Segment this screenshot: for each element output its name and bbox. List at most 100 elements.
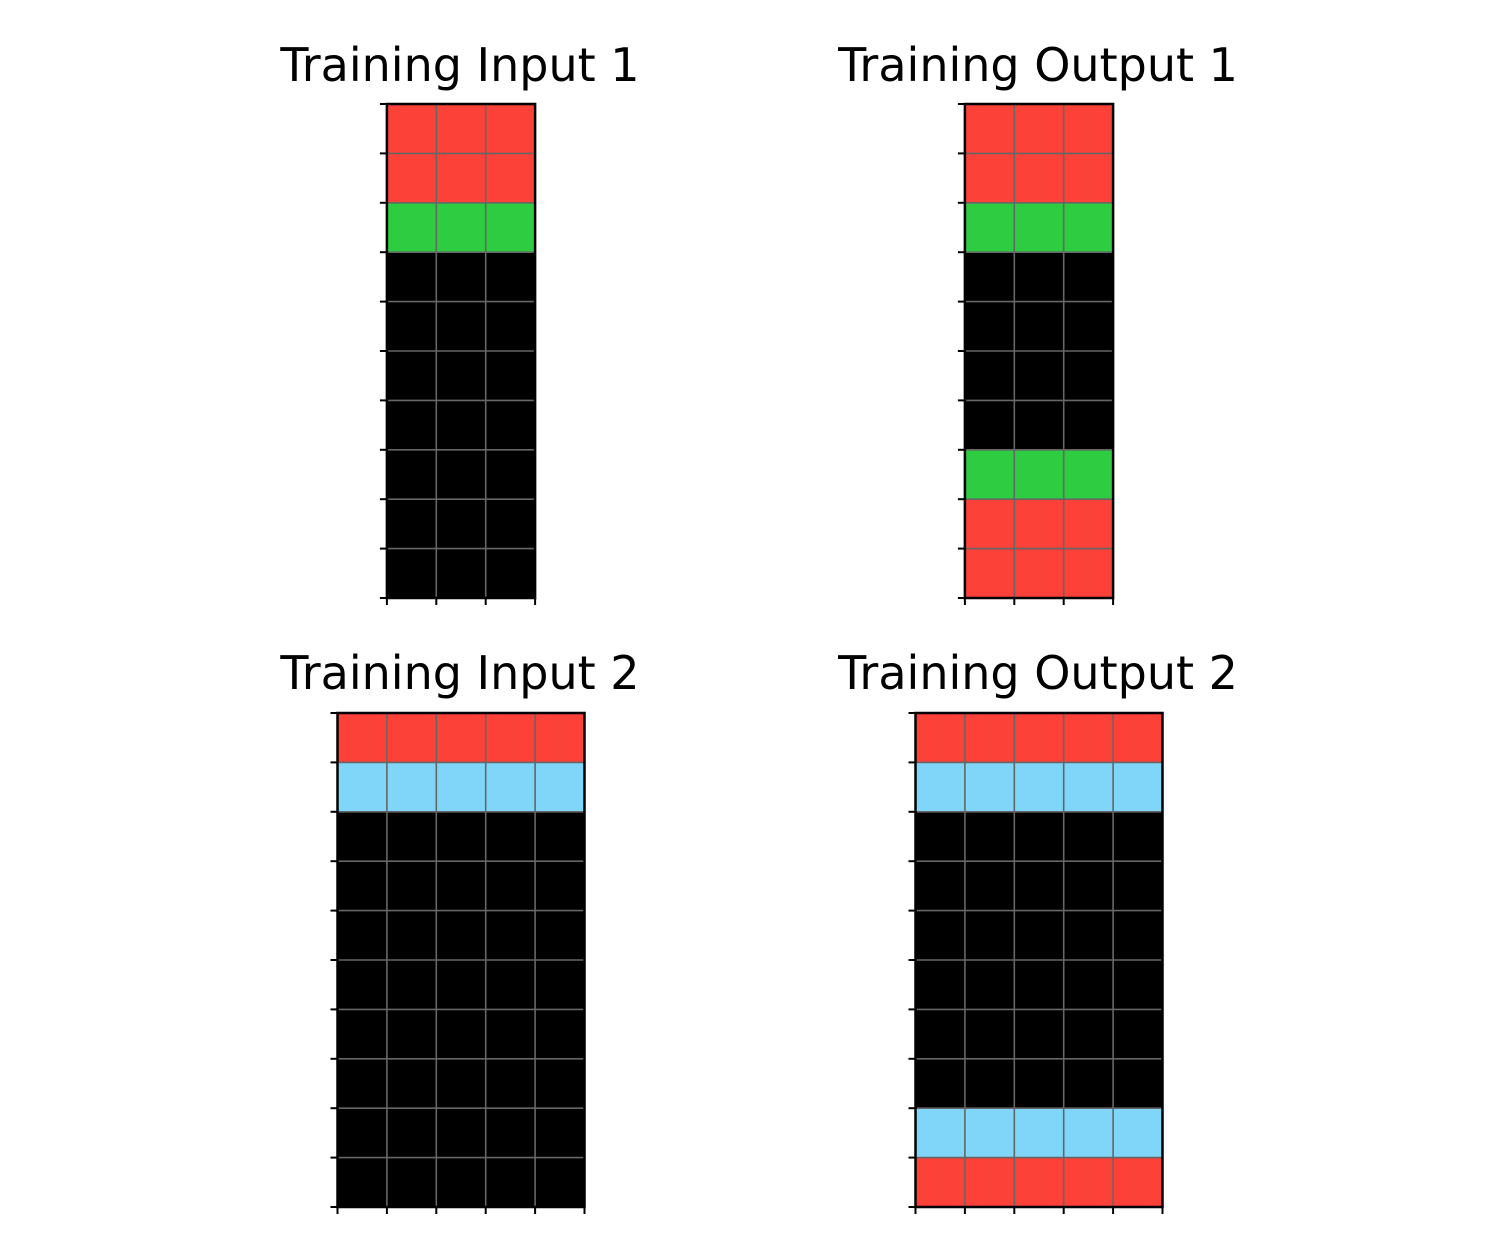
- grid-cell: [1063, 1157, 1114, 1207]
- grid-cell: [485, 252, 536, 302]
- grid-cell: [1063, 861, 1114, 911]
- grid-cell: [1113, 1009, 1163, 1059]
- grid-cell: [1014, 153, 1064, 203]
- grid-cell: [964, 1108, 1015, 1158]
- grid-cell: [485, 960, 536, 1010]
- grid-cell: [1014, 1009, 1064, 1059]
- grid-training-output-1: [957, 102, 1115, 605]
- grid-cell: [1014, 499, 1064, 549]
- grid-cell: [1063, 762, 1114, 812]
- grid-cell: [535, 861, 585, 911]
- grid-cell: [337, 762, 387, 812]
- grid-cell: [436, 104, 486, 154]
- grid-cell: [485, 1108, 536, 1158]
- grid-cell: [1014, 202, 1064, 253]
- grid-cell: [386, 351, 437, 401]
- grid-cell: [386, 713, 437, 763]
- grid-cell: [436, 252, 486, 302]
- grid-cell: [1014, 861, 1064, 911]
- grid-cell: [1063, 960, 1114, 1010]
- panel-title-training-output-2: Training Output 2: [838, 646, 1238, 700]
- grid-cell: [964, 713, 1015, 763]
- grid-cell: [1113, 762, 1163, 812]
- grid-cell: [915, 960, 965, 1010]
- grid-cell: [337, 1058, 387, 1109]
- grid-cell: [436, 811, 486, 862]
- grid-cell: [915, 713, 965, 763]
- grid-cell: [386, 499, 437, 549]
- grid-cell: [1113, 713, 1163, 763]
- grid-cell: [1113, 811, 1163, 862]
- grid-cell: [386, 1157, 437, 1207]
- grid-cell: [1063, 202, 1114, 253]
- grid-cell: [535, 762, 585, 812]
- grid-cell: [436, 499, 486, 549]
- panel-title-training-output-1: Training Output 1: [838, 38, 1238, 92]
- grid-cell: [386, 910, 437, 960]
- grid-cell: [1014, 400, 1064, 450]
- grid-cell: [386, 153, 437, 203]
- grid-cell: [1014, 301, 1064, 351]
- grid-cell: [1014, 1108, 1064, 1158]
- grid-cell: [436, 351, 486, 401]
- grid-cell: [337, 1157, 387, 1207]
- grid-cell: [1113, 1157, 1163, 1207]
- grid-training-input-2: [330, 711, 586, 1214]
- grid-cell: [1014, 548, 1064, 598]
- grid-cell: [1014, 1157, 1064, 1207]
- grid-cell: [485, 1009, 536, 1059]
- grid-cell: [964, 449, 1015, 500]
- grid-cell: [386, 400, 437, 450]
- grid-cell: [436, 861, 486, 911]
- grid-cell: [535, 1157, 585, 1207]
- grid-training-output-2: [908, 711, 1164, 1214]
- grid-cell: [436, 910, 486, 960]
- panel-title-training-input-2: Training Input 2: [280, 646, 640, 700]
- grid-cell: [535, 960, 585, 1010]
- grid-cell: [485, 1157, 536, 1207]
- grid-cell: [337, 1009, 387, 1059]
- grid-cell: [535, 1009, 585, 1059]
- grid-cell: [1063, 1009, 1114, 1059]
- grid-cell: [436, 1157, 486, 1207]
- grid-cell: [436, 202, 486, 253]
- grid-cell: [485, 1058, 536, 1109]
- grid-cell: [1063, 1108, 1114, 1158]
- grid-cell: [485, 153, 536, 203]
- grid-cell: [915, 861, 965, 911]
- grid-cell: [436, 301, 486, 351]
- grid-cell: [436, 960, 486, 1010]
- grid-cell: [964, 861, 1015, 911]
- grid-cell: [1014, 252, 1064, 302]
- grid-cell: [964, 202, 1015, 253]
- grid-cell: [485, 499, 536, 549]
- grid-cell: [535, 811, 585, 862]
- grid-cell: [1063, 153, 1114, 203]
- grid-cell: [337, 960, 387, 1010]
- grid-cell: [964, 1058, 1015, 1109]
- grid-cell: [964, 301, 1015, 351]
- grid-cell: [915, 1009, 965, 1059]
- grid-cell: [1063, 252, 1114, 302]
- grid-cell: [485, 548, 536, 598]
- grid-cell: [915, 811, 965, 862]
- grid-cell: [915, 910, 965, 960]
- grid-cell: [337, 713, 387, 763]
- grid-cell: [1063, 910, 1114, 960]
- grid-cell: [337, 1108, 387, 1158]
- grid-cell: [1014, 811, 1064, 862]
- grid-cell: [964, 400, 1015, 450]
- grid-cell: [337, 910, 387, 960]
- grid-cell: [964, 153, 1015, 203]
- grid-cell: [485, 400, 536, 450]
- grid-cell: [1113, 1058, 1163, 1109]
- grid-cell: [386, 202, 437, 253]
- grid-cell: [964, 351, 1015, 401]
- grid-cell: [535, 1058, 585, 1109]
- grid-cell: [964, 1157, 1015, 1207]
- grid-cell: [915, 1058, 965, 1109]
- grid-cell: [964, 811, 1015, 862]
- grid-cell: [485, 762, 536, 812]
